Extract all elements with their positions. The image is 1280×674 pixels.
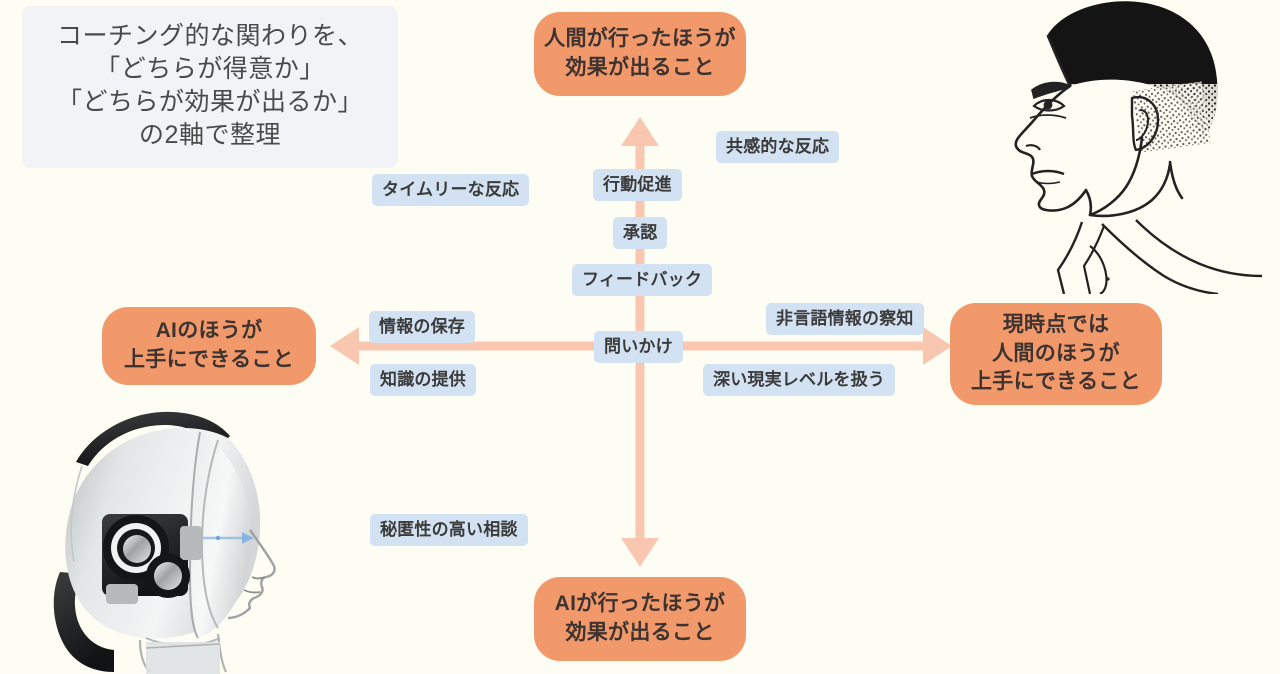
quadrant-label-bottom-line-2: 効果が出ること <box>565 621 715 644</box>
right-arrowhead-icon <box>923 327 952 365</box>
skull-seam-back <box>70 465 83 563</box>
quadrant-label-left-line-1: AIのほうが <box>155 319 263 343</box>
collar-left <box>1056 221 1084 294</box>
neck-joint-line <box>145 643 221 649</box>
collar-right <box>1101 223 1219 294</box>
jacket-lapel <box>1135 219 1263 278</box>
title-note-line-3: 「どちらが効果が出るか」 <box>56 88 363 116</box>
item-tag-knowledge: 知識の提供 <box>370 364 476 396</box>
face-seam <box>188 431 201 639</box>
down-arrowhead-icon <box>621 538 659 567</box>
item-tag-feedback: フィードバック <box>572 264 713 296</box>
ear-lower-tab <box>106 584 138 604</box>
item-tag-action: 行動促進 <box>593 169 682 201</box>
quadrant-label-right-line-1: 現時点では <box>1002 312 1110 336</box>
quadrant-label-top-line-1: 人間が行ったほうが <box>544 27 736 51</box>
item-tag-approval: 承認 <box>613 217 668 249</box>
ear-disc-large <box>123 535 151 563</box>
mouth-line <box>243 589 261 594</box>
lower-eyelid <box>1029 114 1067 119</box>
jawline <box>1088 162 1172 218</box>
quadrant-label-bottom: AIが行ったほうが 効果が出ること <box>534 577 746 661</box>
tie-detail-dot <box>1106 277 1110 281</box>
item-tag-storage: 情報の保存 <box>369 311 475 343</box>
quadrant-label-left-line-2: 上手にできること <box>124 348 294 371</box>
up-arrowhead-icon <box>621 117 659 146</box>
lower-lip <box>1035 181 1061 185</box>
quadrant-label-right-line-2: 人間のほうが <box>992 341 1120 365</box>
pupil <box>1043 100 1053 110</box>
ear-outline <box>1130 95 1160 152</box>
skull-seam-front <box>200 439 219 629</box>
title-note-line-1: コーチング的な関わりを、 <box>56 22 363 50</box>
item-tag-confidential: 秘匿性の高い相談 <box>370 514 528 546</box>
quadrant-label-right: 現時点では 人間のほうが 上手にできること <box>950 303 1162 405</box>
nose-mouth-chin-profile <box>227 529 276 620</box>
robot-head-profile-illustration <box>53 411 276 674</box>
eye-outline <box>1032 98 1066 112</box>
item-tag-question: 問いかけ <box>594 331 683 363</box>
title-note-line-4: の2軸で整理 <box>139 121 281 149</box>
neck-support <box>53 572 114 672</box>
item-tag-nonverbal: 非言語情報の察知 <box>766 303 924 335</box>
necktie-knot <box>1089 245 1108 294</box>
eyebrow <box>1031 81 1072 100</box>
item-tag-empathy: 共感的な反応 <box>716 131 840 163</box>
quadrant-label-bottom-line-1: AIが行ったほうが <box>554 592 726 616</box>
quadrant-label-right-line-3: 上手にできること <box>971 370 1141 394</box>
quadrant-label-top-line-2: 効果が出ること <box>565 56 715 79</box>
human-head-profile-illustration <box>1014 1 1263 294</box>
nostril-line <box>251 576 266 580</box>
item-tag-deep: 深い現実レベルを扱う <box>703 364 895 396</box>
quadrant-label-top: 人間が行ったほうが 効果が出ること <box>534 12 746 96</box>
ear-connector <box>180 526 202 560</box>
nostril <box>1025 144 1041 151</box>
head-band <box>76 411 230 466</box>
neck-line <box>1168 160 1184 200</box>
title-note-line-2: 「どちらが得意か」 <box>95 55 325 83</box>
quadrant-label-left: AIのほうが 上手にできること <box>102 307 316 385</box>
item-tag-timely: タイムリーな反応 <box>372 174 530 206</box>
ear-inner <box>1135 109 1149 141</box>
title-note: コーチング的な関わりを、 「どちらが得意か」 「どちらが効果が出るか」 の2軸で… <box>22 6 398 168</box>
mouth-line <box>1031 169 1065 176</box>
sideburn-stipple <box>1132 81 1211 153</box>
ear-disc-small <box>154 562 182 590</box>
left-arrowhead-icon <box>330 327 359 365</box>
